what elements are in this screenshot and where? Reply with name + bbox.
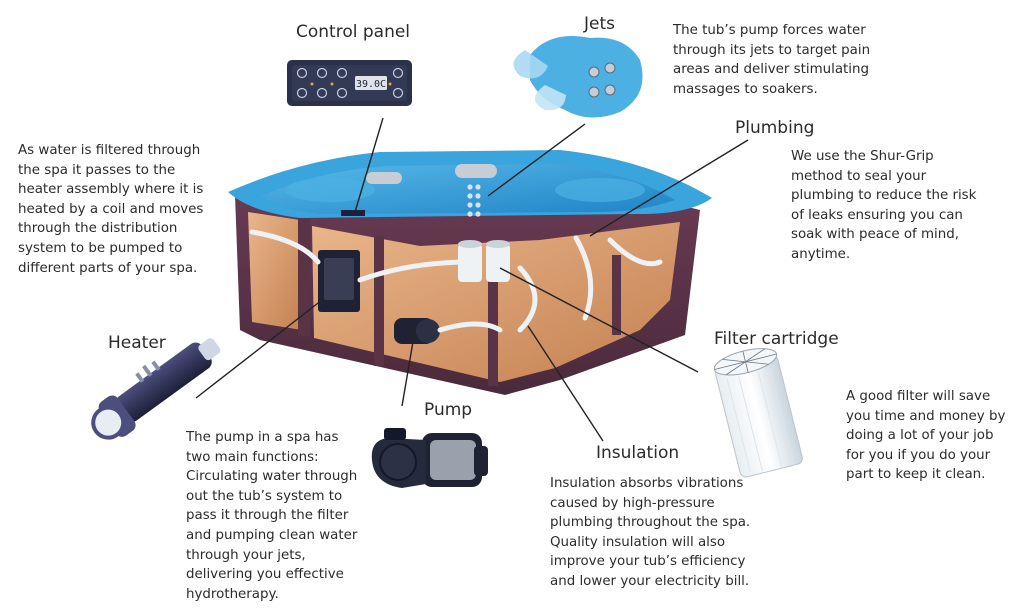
seat-left	[285, 178, 375, 202]
leader-line-control-panel	[354, 117, 384, 213]
insulation-title: Insulation	[596, 443, 680, 463]
insulation-description: Insulation absorbs vibrations caused by …	[550, 476, 751, 589]
internal-filter-top	[458, 240, 482, 248]
control-panel-title: Control panel	[296, 22, 411, 42]
leader-line-filter	[499, 267, 699, 373]
control-panel-illustration: 39.0C	[287, 60, 412, 106]
filter-cartridge-title: Filter cartridge	[714, 329, 839, 349]
frame-post	[612, 255, 621, 335]
pump-title: Pump	[424, 400, 473, 420]
insulation-cutaway	[248, 212, 302, 330]
internal-filter	[458, 244, 482, 282]
internal-filter	[486, 244, 510, 282]
leader-line-plumbing	[589, 139, 749, 237]
seat-right	[555, 178, 645, 202]
pump-description: The pump in a spa has two main functions…	[186, 430, 358, 602]
equipment-box-panel	[324, 258, 354, 300]
rim-control-panel	[341, 210, 365, 216]
headrest	[366, 172, 402, 184]
internal-filter-top	[486, 240, 510, 248]
leader-line-jets	[487, 123, 586, 197]
jets-illustration	[513, 36, 643, 118]
filter-cartridge-illustration	[713, 348, 803, 478]
plumbing-description: We use the Shur-Grip method to seal your…	[791, 149, 977, 262]
plumbing-title: Plumbing	[735, 118, 815, 138]
control-panel-display: 39.0C	[356, 79, 386, 90]
internal-pump-end	[416, 319, 440, 343]
frame-post	[298, 218, 310, 336]
headrest	[455, 164, 497, 178]
seat-jets	[467, 184, 481, 217]
heater-illustration	[91, 338, 221, 440]
frame-post	[374, 236, 384, 366]
plumbing-pipes	[249, 229, 663, 333]
frame-post	[488, 262, 498, 386]
tub-body	[228, 150, 712, 395]
filter-cartridge-description: A good filter will save you time and mon…	[846, 389, 1006, 483]
leader-line-insulation	[527, 325, 604, 442]
jets-title: Jets	[584, 14, 615, 34]
leader-line-heater	[195, 299, 323, 399]
leader-lines	[195, 117, 749, 442]
pump-illustration	[371, 428, 488, 488]
leader-line-pump	[401, 329, 416, 407]
heater-description: As water is filtered through the spa it …	[18, 143, 204, 276]
heater-title: Heater	[108, 333, 166, 353]
jets-description: The tub’s pump forces water through its …	[673, 23, 871, 97]
